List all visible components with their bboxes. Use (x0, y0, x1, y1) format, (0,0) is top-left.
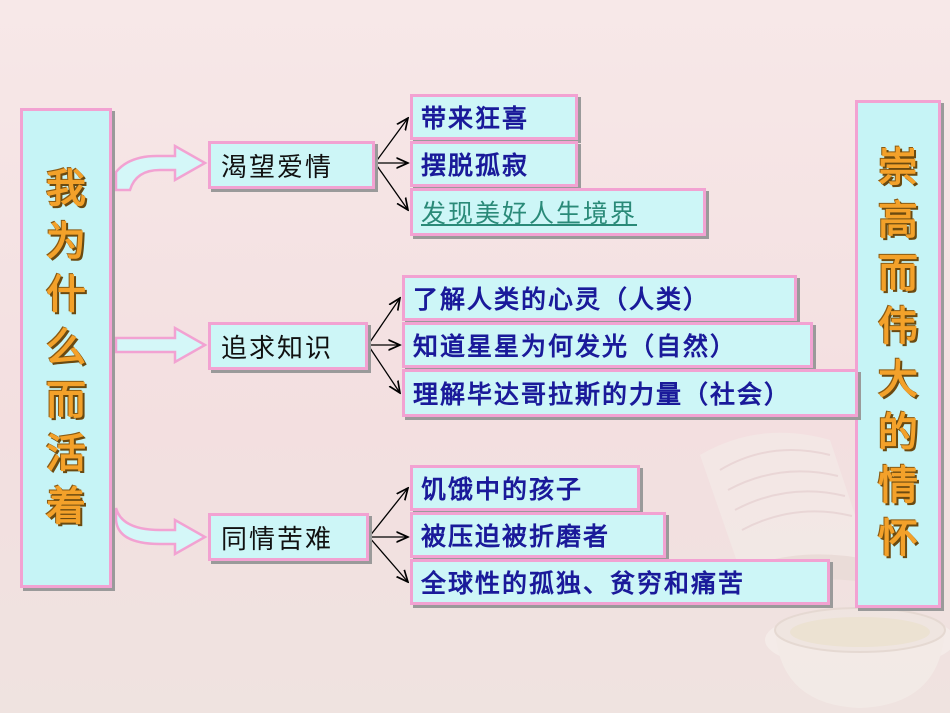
leaf-global-suffering: 全球性的孤独、贫穷和痛苦 (410, 559, 830, 605)
right-title-char: 的 (878, 410, 918, 456)
left-title-box: 我 为 什 么 而 活 着 (20, 108, 112, 588)
leaf-life-vision-link[interactable]: 发现美好人生境界 (410, 188, 706, 236)
right-title-box: 崇 高 而 伟 大 的 情 怀 (855, 100, 941, 608)
leaf-stars: 知道星星为何发光（自然） (402, 322, 813, 368)
right-title-char: 而 (878, 251, 918, 297)
block-arrow-2 (114, 325, 208, 365)
right-title-char: 情 (878, 463, 918, 509)
block-arrow-3 (114, 507, 208, 557)
leaf-oppressed: 被压迫被折磨者 (410, 512, 666, 558)
leaf-loneliness: 摆脱孤寂 (410, 141, 578, 187)
left-title-char: 什 (46, 271, 86, 318)
category-box-knowledge: 追求知识 (208, 322, 368, 370)
left-title-char: 么 (46, 324, 86, 371)
leaf-human-heart: 了解人类的心灵（人类） (402, 275, 797, 321)
category-box-compassion: 同情苦难 (208, 513, 369, 561)
leaf-hungry-children: 饥饿中的孩子 (410, 465, 640, 511)
leaf-ecstasy: 带来狂喜 (410, 94, 578, 140)
left-title-char: 而 (46, 377, 86, 424)
right-title-char: 怀 (878, 516, 918, 562)
right-title-char: 崇 (878, 145, 918, 191)
right-title-char: 大 (878, 357, 918, 403)
left-title-char: 着 (46, 483, 86, 530)
right-title-char: 伟 (878, 304, 918, 350)
right-title-char: 高 (878, 198, 918, 244)
block-arrow-1 (114, 143, 208, 192)
left-title-char: 为 (46, 218, 86, 265)
left-title-char: 活 (46, 430, 86, 477)
left-title-char: 我 (46, 165, 86, 212)
leaf-pythagoras: 理解毕达哥拉斯的力量（社会） (402, 369, 858, 417)
category-box-love: 渴望爱情 (208, 141, 375, 189)
